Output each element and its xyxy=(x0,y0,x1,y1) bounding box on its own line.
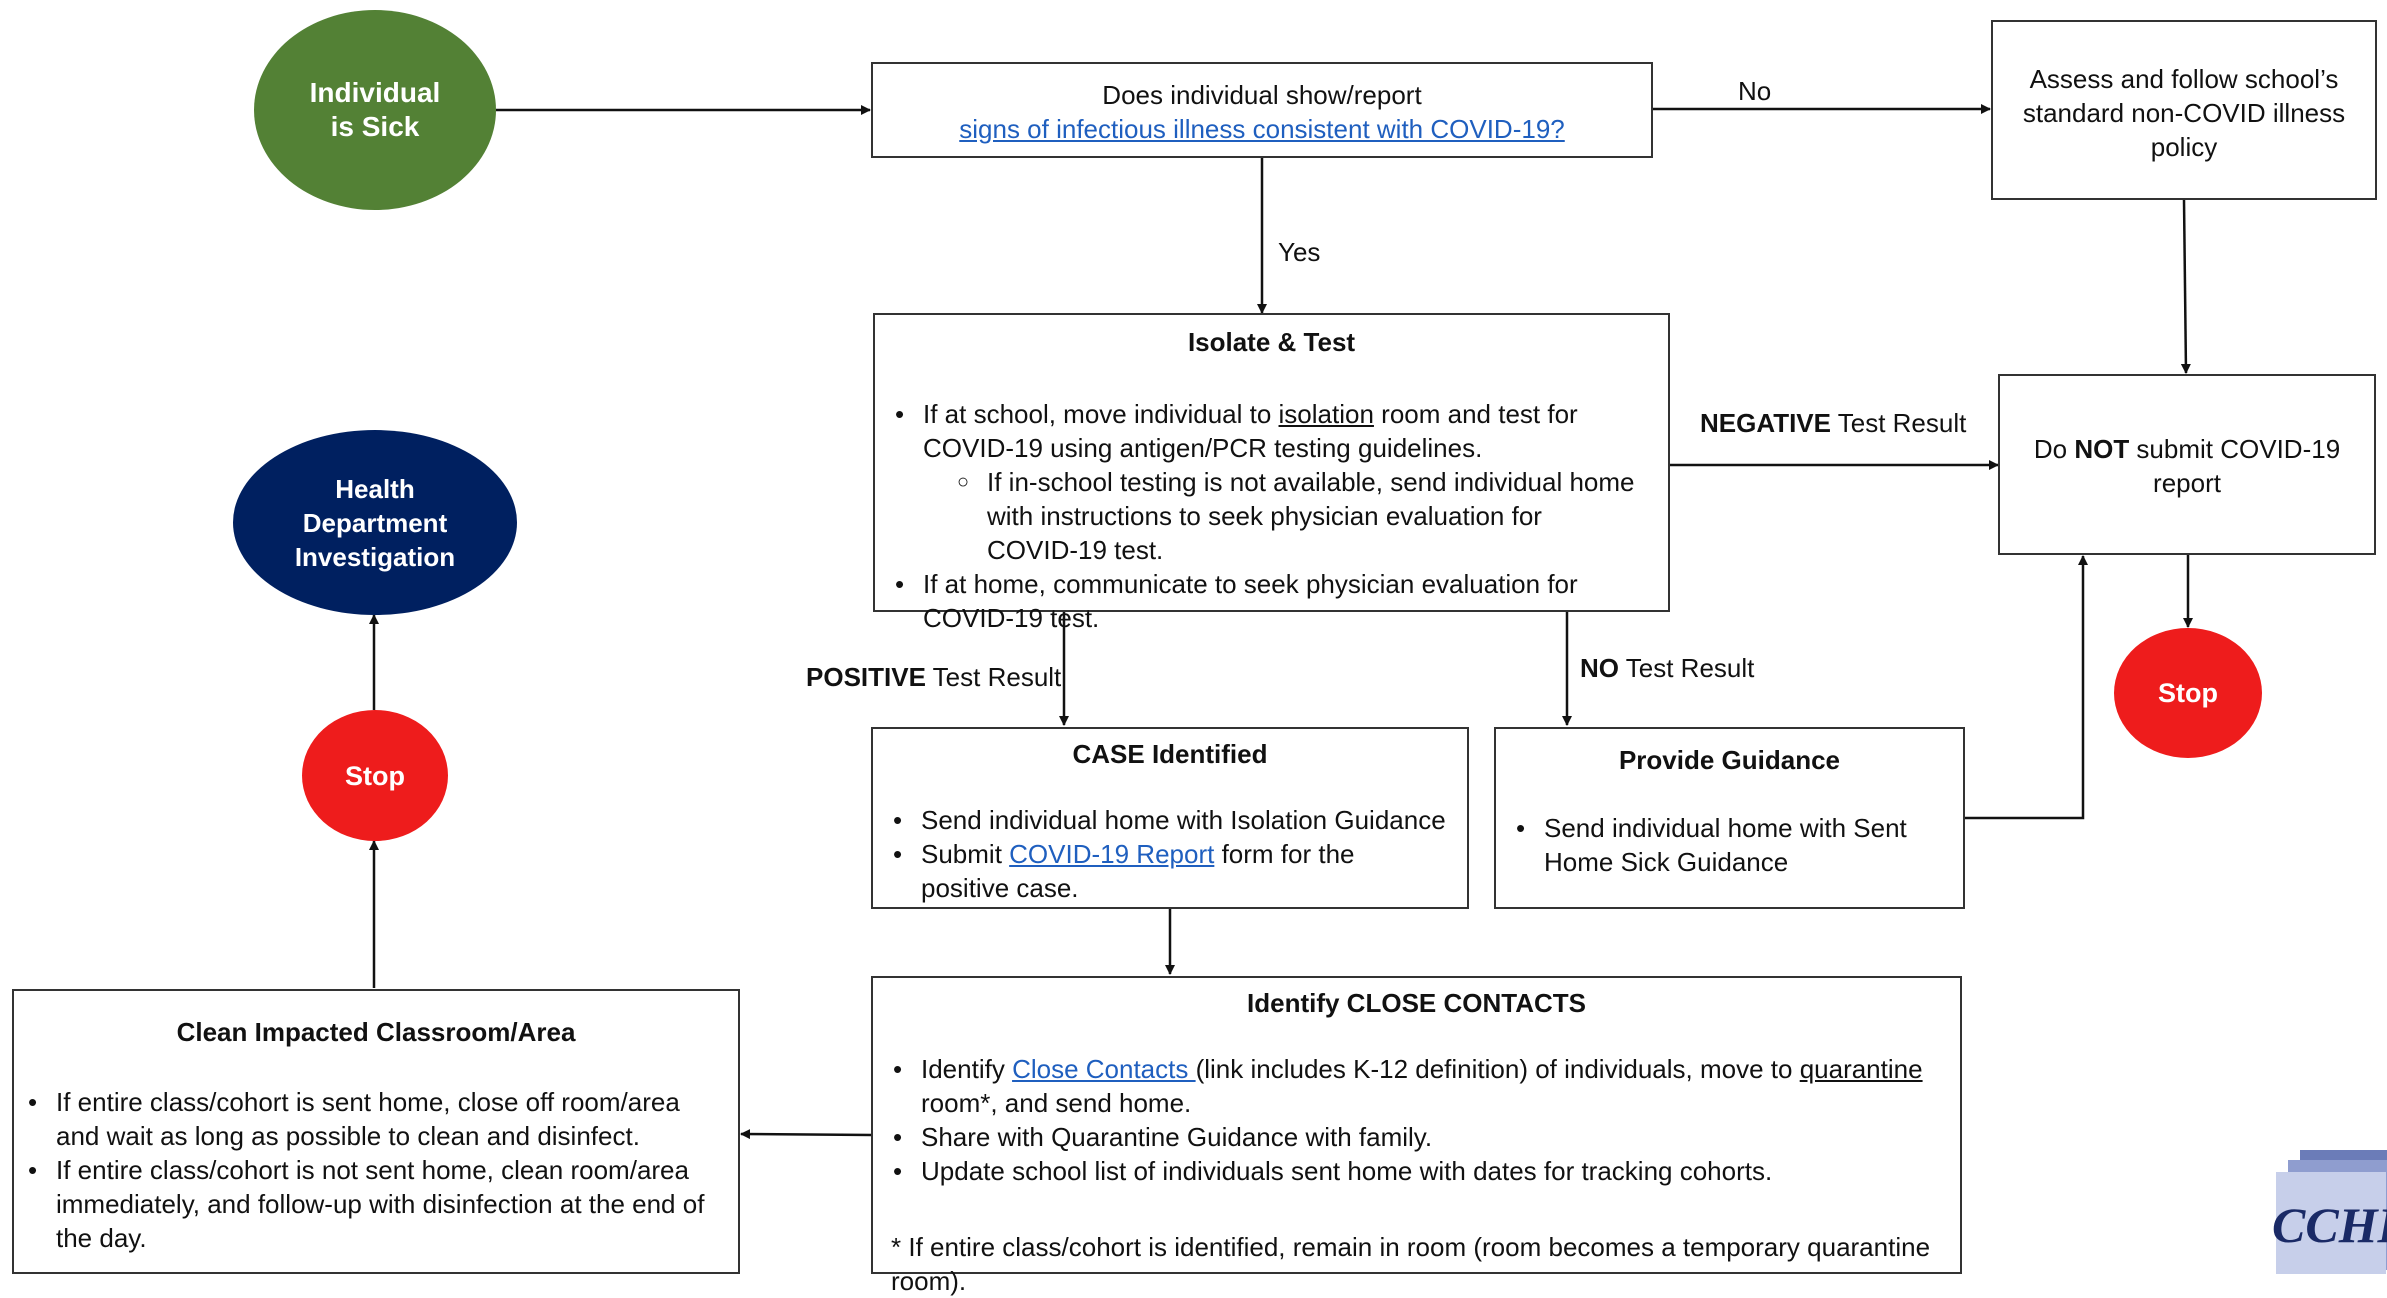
close-footnote: * If entire class/cohort is identified, … xyxy=(891,1232,1931,1296)
notest-bold: NO xyxy=(1580,653,1619,683)
arrow-guidance-to-donotsubmit xyxy=(1964,555,2088,820)
provide-guidance-box: Provide Guidance Send individual home wi… xyxy=(1494,727,1965,909)
close-b1-mid: (link includes K-12 definition) of indiv… xyxy=(1195,1054,1800,1084)
close-bullet-3: Update school list of individuals sent h… xyxy=(887,1154,1940,1188)
case-title: CASE Identified xyxy=(1072,739,1268,769)
question-text: Does individual show/report xyxy=(1102,80,1422,110)
health-line3: Investigation xyxy=(294,541,456,572)
case-bullet-2: Submit COVID-19 Report form for the posi… xyxy=(887,837,1447,905)
assess-box: Assess and follow school’s standard non-… xyxy=(1991,20,2377,200)
positive-rest: Test Result xyxy=(925,662,1062,692)
stop-left-label: Stop xyxy=(345,760,405,791)
health-line1: Health xyxy=(335,473,415,504)
stop-left-node: Stop xyxy=(302,710,448,841)
individual-sick-line2: is Sick xyxy=(330,111,420,142)
individual-sick-line1: Individual xyxy=(309,77,441,108)
case-b2-pre: Submit xyxy=(921,839,1010,869)
do-not-post: submit COVID-19 report xyxy=(2129,434,2341,498)
edge-label-no: No xyxy=(1738,76,1772,106)
assess-text: Assess and follow school’s standard non-… xyxy=(2022,64,2346,162)
isolate-bullet-2: If at home, communicate to seek physicia… xyxy=(889,567,1638,635)
stop-right-label: Stop xyxy=(2158,678,2218,708)
arrow-close-to-clean xyxy=(740,1129,873,1140)
isolate-bullet-1: If at school, move individual to isolati… xyxy=(889,397,1638,465)
clean-bullet-1: If entire class/cohort is sent home, clo… xyxy=(22,1085,718,1153)
close-title: Identify CLOSE CONTACTS xyxy=(1247,988,1586,1018)
guidance-title: Provide Guidance xyxy=(1618,745,1841,775)
quarantine-term: quarantine xyxy=(1799,1054,1923,1084)
close-contacts-box: Identify CLOSE CONTACTS Identify Close C… xyxy=(871,976,1962,1296)
negative-bold: NEGATIVE xyxy=(1700,408,1831,438)
do-not-bold: NOT xyxy=(2074,434,2130,464)
clean-bullet-2: If entire class/cohort is not sent home,… xyxy=(22,1153,718,1255)
health-department-node: Health Department Investigation xyxy=(233,430,517,615)
case-b2-post: form for the positive case. xyxy=(921,839,1355,903)
case-bullet-1: Send individual home with Isolation Guid… xyxy=(887,803,1447,837)
health-line2: Department xyxy=(302,507,448,538)
close-bullet-2: Share with Quarantine Guidance with fami… xyxy=(887,1120,1940,1154)
edge-label-no-test: NO Test Result xyxy=(1580,651,1754,685)
close-b1-pre: Identify xyxy=(921,1054,1013,1084)
cchi-logo: CCHI xyxy=(2272,1150,2387,1274)
close-bullet-1: Identify Close Contacts (link includes K… xyxy=(887,1052,1940,1120)
isolate-sub-bullet: If in-school testing is not available, s… xyxy=(953,465,1638,567)
negative-rest: Test Result xyxy=(1830,408,1967,438)
question-box: Does individual show/report signs of inf… xyxy=(871,62,1653,158)
isolate-test-box: Isolate & Test If at school, move indivi… xyxy=(873,313,1670,633)
close-b1-post: room*, and send home. xyxy=(921,1088,1192,1118)
close-contacts-link[interactable]: Close Contacts xyxy=(1012,1054,1196,1084)
clean-classroom-box: Clean Impacted Classroom/Area If entire … xyxy=(12,989,740,1274)
guidance-bullet-1: Send individual home with Sent Home Sick… xyxy=(1510,811,1923,879)
case-identified-box: CASE Identified Send individual home wit… xyxy=(871,727,1469,909)
edge-label-positive: POSITIVE Test Result xyxy=(806,660,1061,694)
isolate-b1-pre: If at school, move individual to xyxy=(923,399,1279,429)
clean-title: Clean Impacted Classroom/Area xyxy=(176,1017,576,1047)
isolate-b1-post: room and test for COVID-19 using antigen… xyxy=(923,399,1578,463)
positive-bold: POSITIVE xyxy=(806,662,926,692)
edge-label-yes: Yes xyxy=(1278,237,1321,267)
do-not-pre: Do xyxy=(2033,434,2075,464)
stop-right-node: Stop xyxy=(2114,628,2262,758)
isolation-term: isolation xyxy=(1278,399,1374,429)
covid-report-link[interactable]: COVID-19 Report xyxy=(1009,839,1215,869)
notest-rest: Test Result xyxy=(1619,653,1755,683)
individual-sick-node: Individual is Sick xyxy=(254,10,496,210)
logo-text: CCHI xyxy=(2272,1197,2387,1253)
covid-signs-link[interactable]: signs of infectious illness consistent w… xyxy=(959,114,1565,144)
do-not-submit-box: Do NOT submit COVID-19 report xyxy=(1998,374,2376,555)
arrow-assess-to-donotsubmit xyxy=(2180,199,2191,374)
isolate-title: Isolate & Test xyxy=(1187,327,1356,357)
edge-label-negative: NEGATIVE Test Result xyxy=(1700,406,1966,440)
